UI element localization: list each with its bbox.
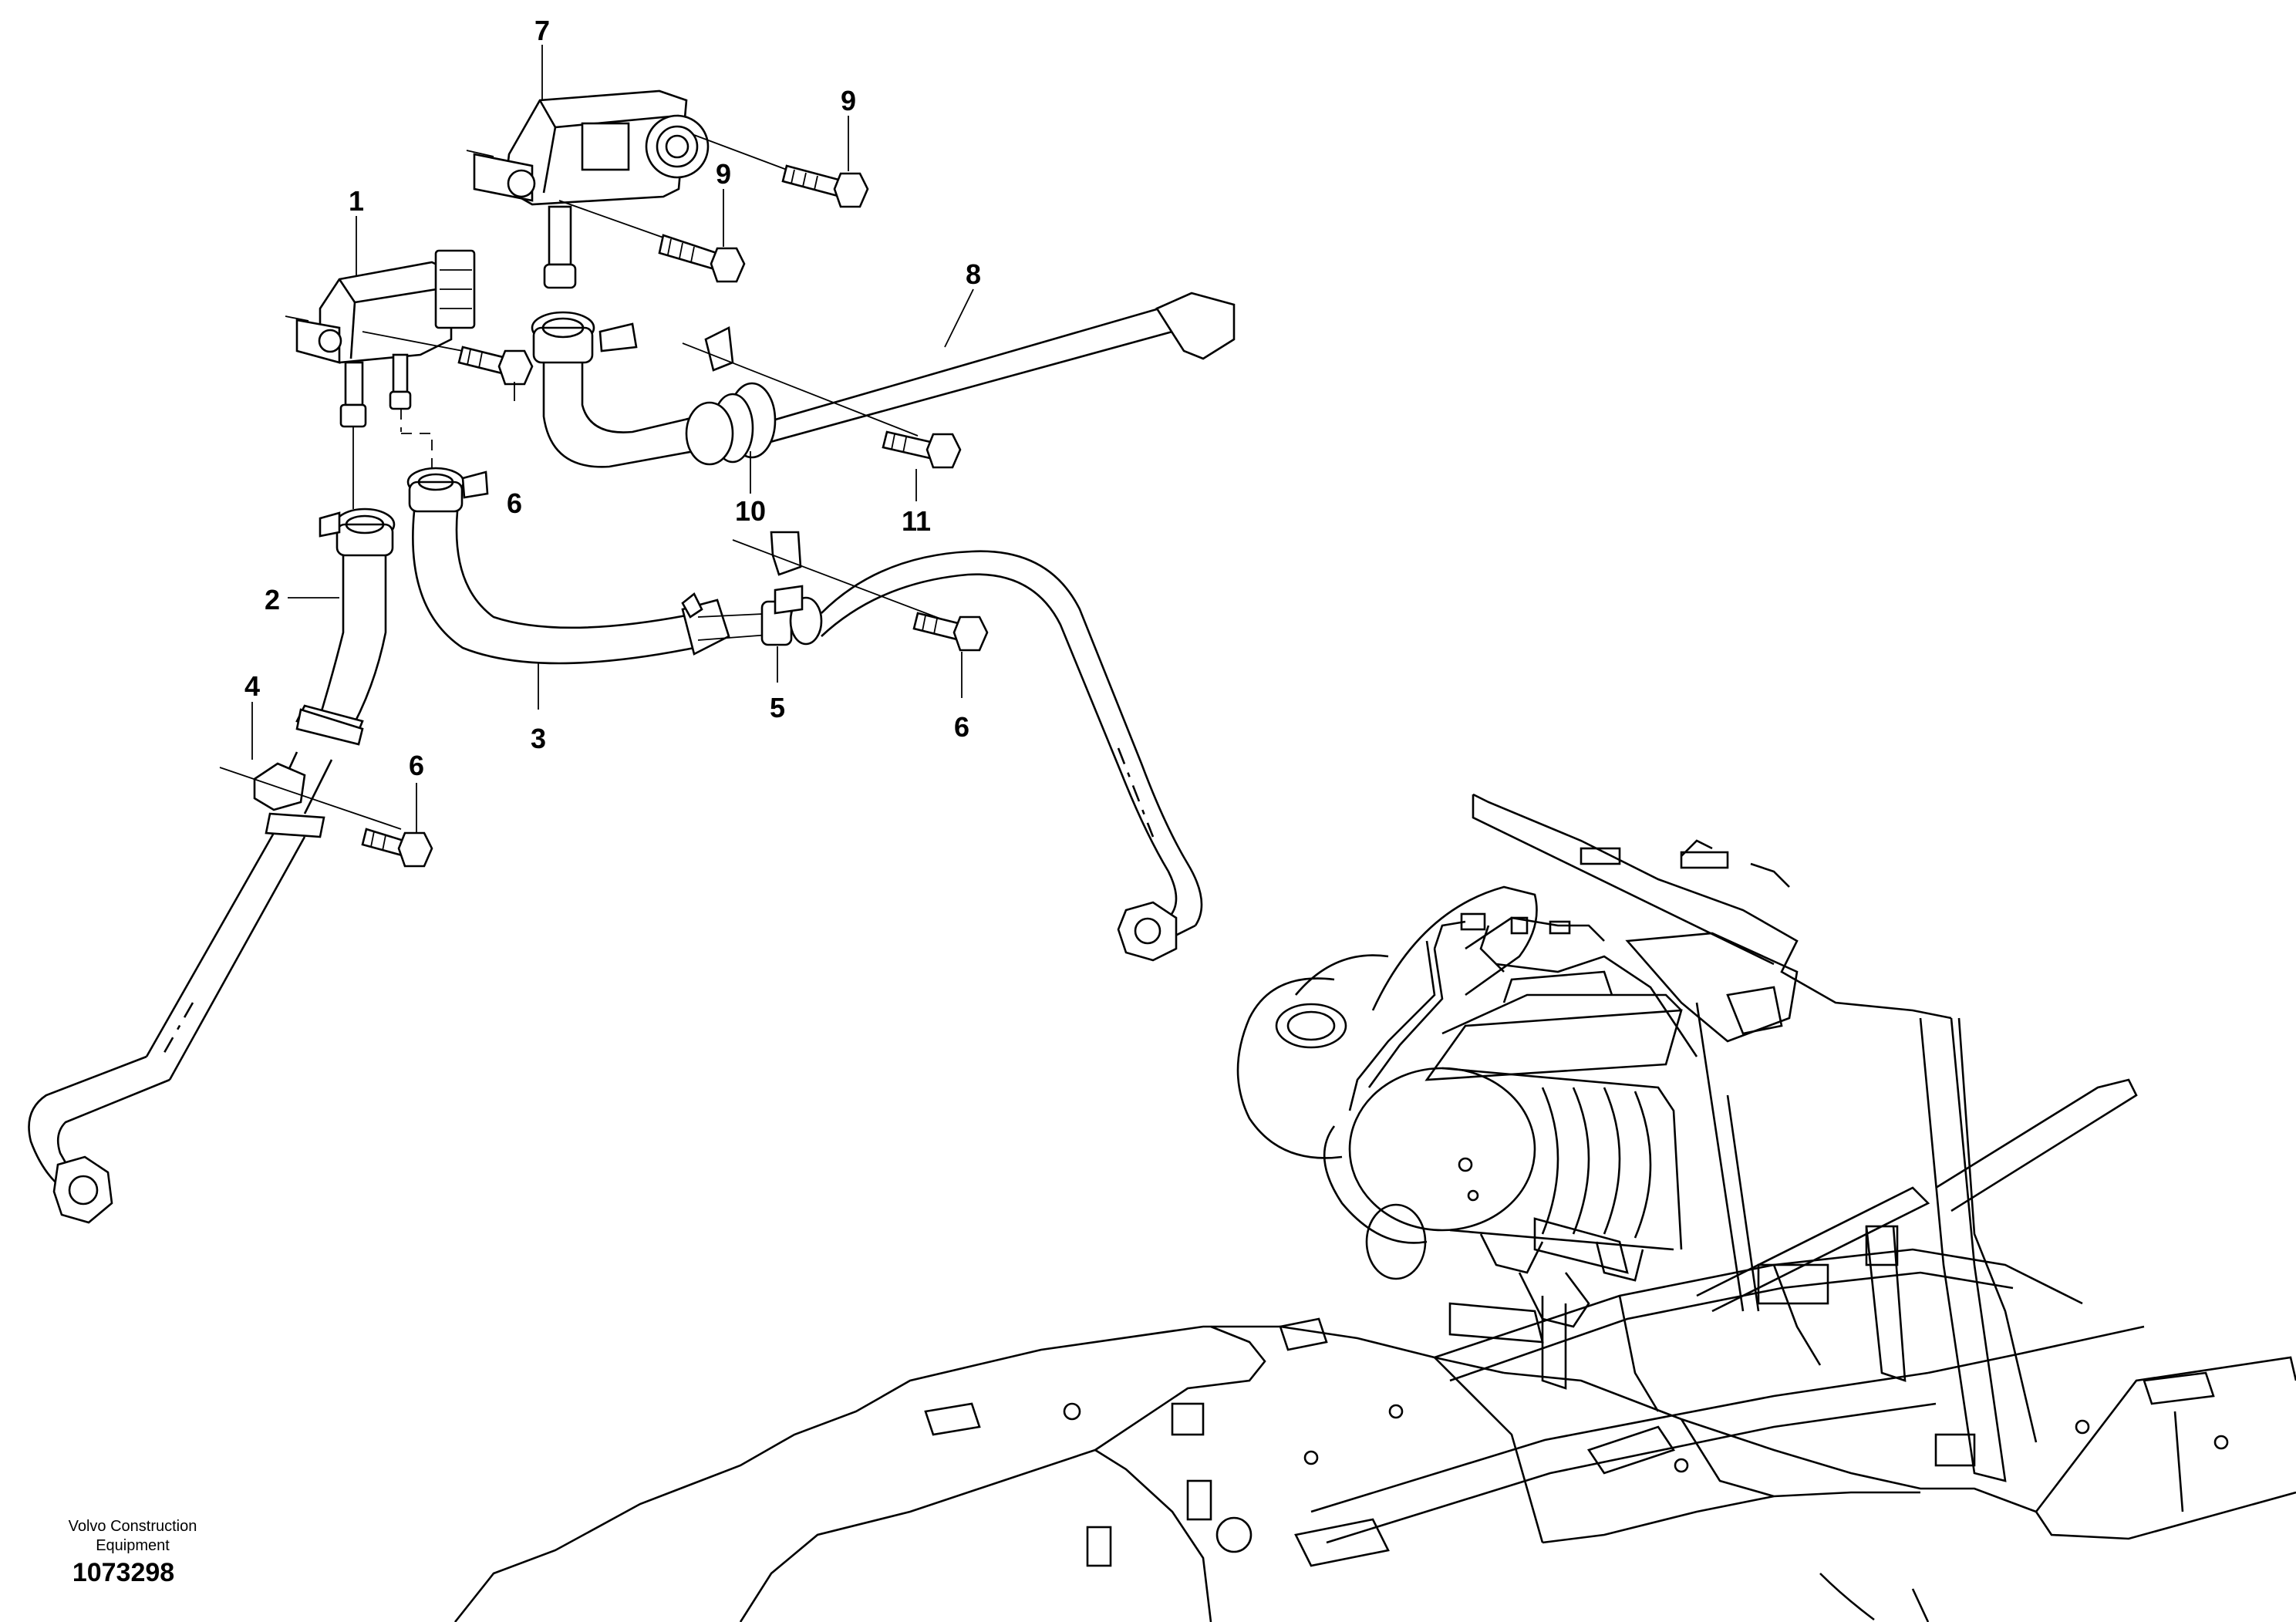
bolt-part-6-top xyxy=(362,331,534,386)
callout-2: 2 xyxy=(265,584,280,615)
pressure-sensor-lower xyxy=(285,249,476,428)
brand-line-2: Equipment xyxy=(96,1537,170,1554)
footer-brand: Volvo Construction Equipment 1073298 xyxy=(69,1518,197,1587)
brand-line-1: Volvo Construction xyxy=(69,1518,197,1535)
bolt-part-6-left xyxy=(361,828,433,868)
callout-10: 10 xyxy=(735,495,766,527)
machine-frame-assembly xyxy=(453,793,2296,1622)
leader-lines xyxy=(251,45,974,833)
callout-4: 4 xyxy=(244,670,260,702)
bolt-part-6-right xyxy=(912,612,989,652)
callout-6-top: 6 xyxy=(507,487,522,519)
callouts: 7 9 9 1 8 6 10 11 2 3 5 6 4 6 xyxy=(244,15,981,781)
callout-7: 7 xyxy=(534,15,550,46)
callout-9-upper: 9 xyxy=(841,85,856,116)
callout-3: 3 xyxy=(531,723,546,754)
bolt-part-11 xyxy=(882,430,962,469)
bolt-part-9-upper xyxy=(693,134,869,208)
elbow-hose-part-10 xyxy=(531,311,919,468)
callout-6-left: 6 xyxy=(409,750,424,781)
bolt-part-9-lower xyxy=(558,200,746,283)
callout-11: 11 xyxy=(902,505,931,537)
callout-5: 5 xyxy=(770,692,785,723)
pressure-sensor-upper xyxy=(466,89,710,289)
document-number: 1073298 xyxy=(72,1558,174,1587)
tube-part-8 xyxy=(732,292,1236,453)
callout-9-lower: 9 xyxy=(716,158,731,190)
hose-part-2 xyxy=(28,508,402,1224)
callout-1: 1 xyxy=(349,185,364,217)
callout-8: 8 xyxy=(966,258,981,290)
hose-part-3 xyxy=(406,467,1203,962)
callout-6-right: 6 xyxy=(954,711,969,743)
